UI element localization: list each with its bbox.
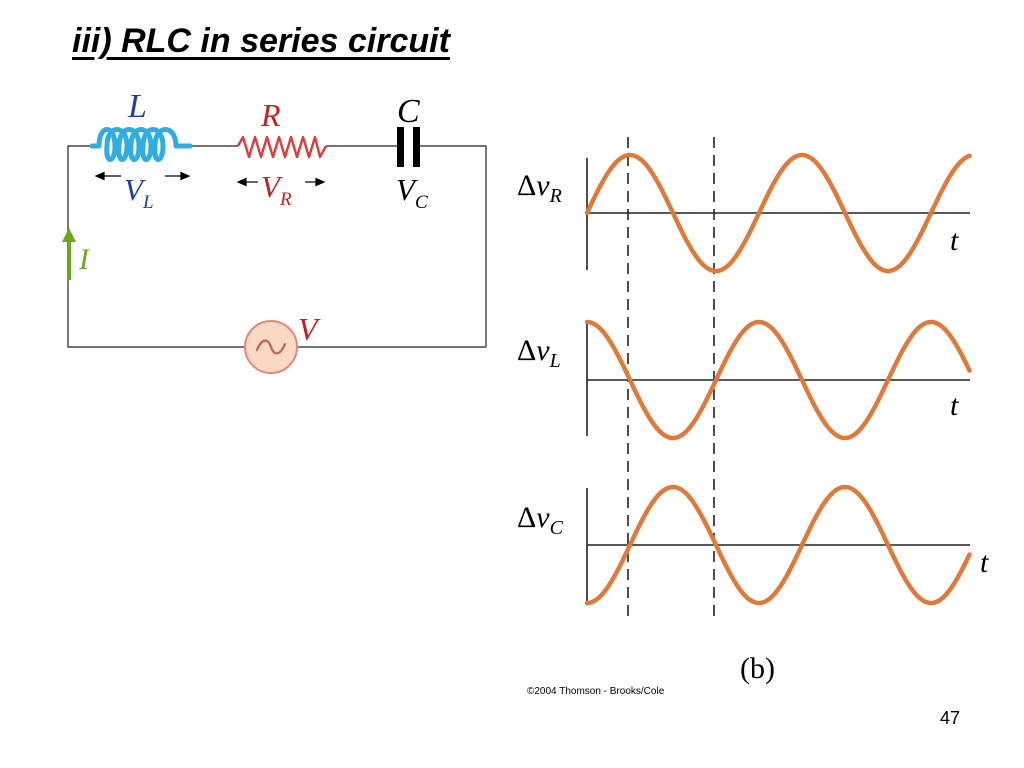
waveform-c	[584, 484, 972, 606]
v-symbol: v	[536, 334, 550, 367]
v-subscript: L	[549, 350, 561, 372]
slide-title: iii) RLC in series circuit	[72, 22, 450, 60]
inductor-label: L	[127, 88, 147, 125]
vl-label-main: V	[124, 172, 146, 207]
delta-symbol: Δ	[517, 169, 536, 202]
copyright-notice: ©2004 Thomson - Brooks/Cole	[527, 686, 665, 697]
vl-label-sub: L	[142, 192, 154, 213]
source-label: V	[298, 311, 321, 347]
vr-label: VR	[261, 169, 292, 210]
delta-symbol: Δ	[517, 501, 536, 534]
axis-label-l: ΔvL	[517, 334, 561, 372]
waveform-r	[584, 152, 972, 274]
ac-source-symbol	[244, 320, 298, 374]
current-arrow-icon	[62, 228, 76, 280]
vc-label-sub: C	[415, 192, 428, 213]
capacitor-label: C	[397, 93, 420, 130]
voltage-arrows	[94, 171, 326, 187]
vl-label: VL	[124, 172, 154, 213]
slide-number: 47	[940, 708, 961, 728]
circuit-wire-right	[297, 145, 487, 348]
capacitor-symbol	[397, 127, 448, 167]
v-symbol: v	[536, 501, 550, 534]
circuit-schematic: L R C VL VR VC I V	[62, 88, 487, 374]
current-label: I	[78, 243, 91, 276]
time-label: t	[980, 546, 989, 579]
resistor-label: R	[260, 97, 281, 133]
vc-label: VC	[396, 172, 428, 213]
inductor-symbol	[89, 127, 193, 162]
v-symbol: v	[536, 169, 550, 202]
vc-label-main: V	[396, 172, 418, 207]
time-label: t	[950, 224, 959, 257]
circuit-wire-left	[67, 145, 245, 348]
waveform-l	[584, 319, 972, 441]
time-label: t	[950, 389, 959, 422]
axis-label-c: ΔvC	[517, 501, 564, 539]
vr-label-main: V	[261, 169, 283, 204]
resistor-symbol	[236, 135, 328, 159]
v-subscript: R	[549, 185, 562, 207]
axis-label-r: ΔvR	[517, 169, 562, 207]
vr-label-sub: R	[279, 189, 292, 210]
panel-label: (b)	[740, 652, 775, 685]
delta-symbol: Δ	[517, 334, 536, 367]
v-subscript: C	[550, 517, 564, 539]
